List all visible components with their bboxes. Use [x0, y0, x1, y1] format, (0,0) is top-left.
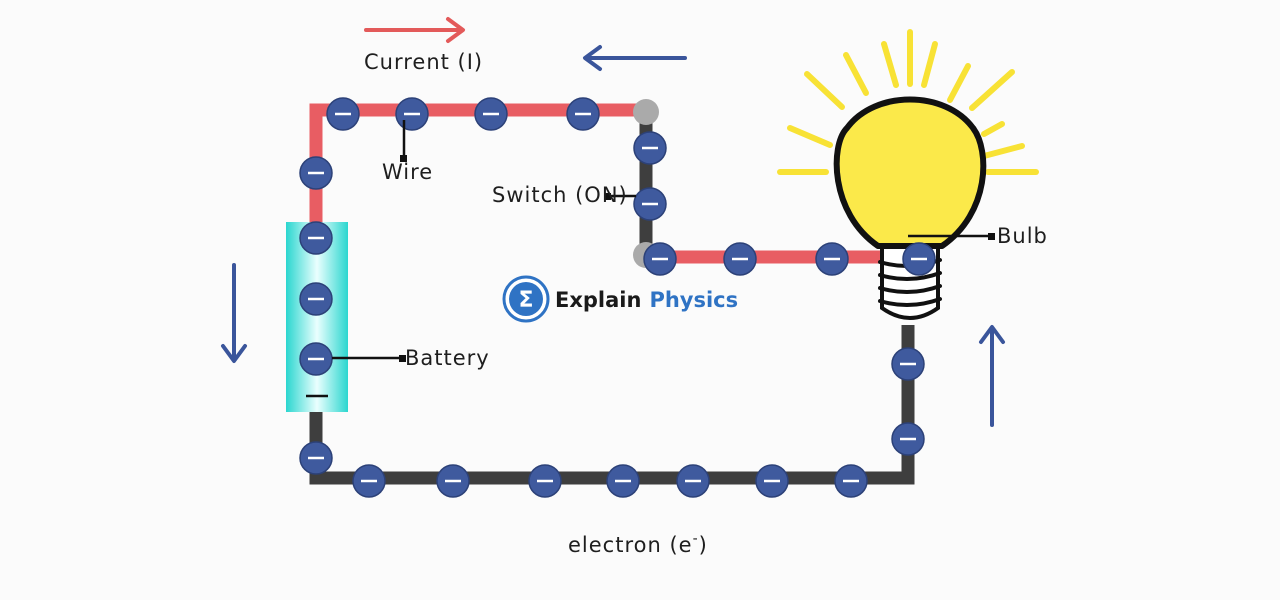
light-ray [787, 125, 833, 148]
electron-label-superscript: - [693, 531, 699, 547]
electron [834, 464, 868, 498]
electron-direction-arrow-left [221, 263, 247, 363]
light-ray [969, 69, 1015, 111]
electron-label: electron (e-) [568, 531, 708, 557]
bulb-label: Bulb [997, 224, 1048, 248]
electron-direction-arrow-top [583, 45, 687, 71]
light-ray [981, 143, 1025, 159]
switch-contact-top [633, 99, 659, 125]
current-label: Current (I) [364, 50, 483, 74]
bulb-glass [833, 96, 987, 249]
light-ray [881, 41, 899, 88]
electron [891, 422, 925, 456]
electron [299, 156, 333, 190]
wire-label: Wire [382, 160, 433, 184]
electron [299, 441, 333, 475]
bulb-light-rays [777, 29, 1039, 175]
explain-physics-logo: Σ Explain Physics [502, 275, 738, 323]
electron [643, 242, 677, 276]
electron [436, 464, 470, 498]
leader-dots [399, 155, 995, 362]
light-ray [843, 52, 869, 96]
electron [891, 347, 925, 381]
electron [902, 242, 936, 276]
electron [566, 97, 600, 131]
battery-label: Battery [405, 346, 490, 370]
light-ray [921, 41, 938, 88]
electron [299, 221, 333, 255]
electron [326, 97, 360, 131]
electron [676, 464, 710, 498]
electron [606, 464, 640, 498]
electron [395, 97, 429, 131]
electron [474, 97, 508, 131]
bulb [833, 96, 987, 320]
light-ray [947, 63, 971, 103]
electron [299, 282, 333, 316]
electron [723, 242, 757, 276]
electron-direction-arrow-right [979, 325, 1005, 427]
electron [815, 242, 849, 276]
logo-word-physics: Physics [649, 288, 738, 312]
electrons [299, 97, 936, 498]
logo-text: Explain Physics [555, 288, 738, 312]
electron-label-text: electron (e [568, 533, 693, 557]
current-direction-arrow [364, 17, 465, 43]
light-ray [804, 71, 845, 110]
sigma-icon: Σ [518, 288, 533, 313]
switch-label: Switch (ON) [492, 183, 628, 207]
electron [528, 464, 562, 498]
light-ray [981, 121, 1005, 137]
electron [633, 187, 667, 221]
logo-word-explain: Explain [555, 288, 641, 312]
electron [299, 342, 333, 376]
electron [633, 131, 667, 165]
electron [755, 464, 789, 498]
logo-circle [509, 282, 543, 316]
electron [352, 464, 386, 498]
electron-label-close: ) [699, 533, 708, 557]
